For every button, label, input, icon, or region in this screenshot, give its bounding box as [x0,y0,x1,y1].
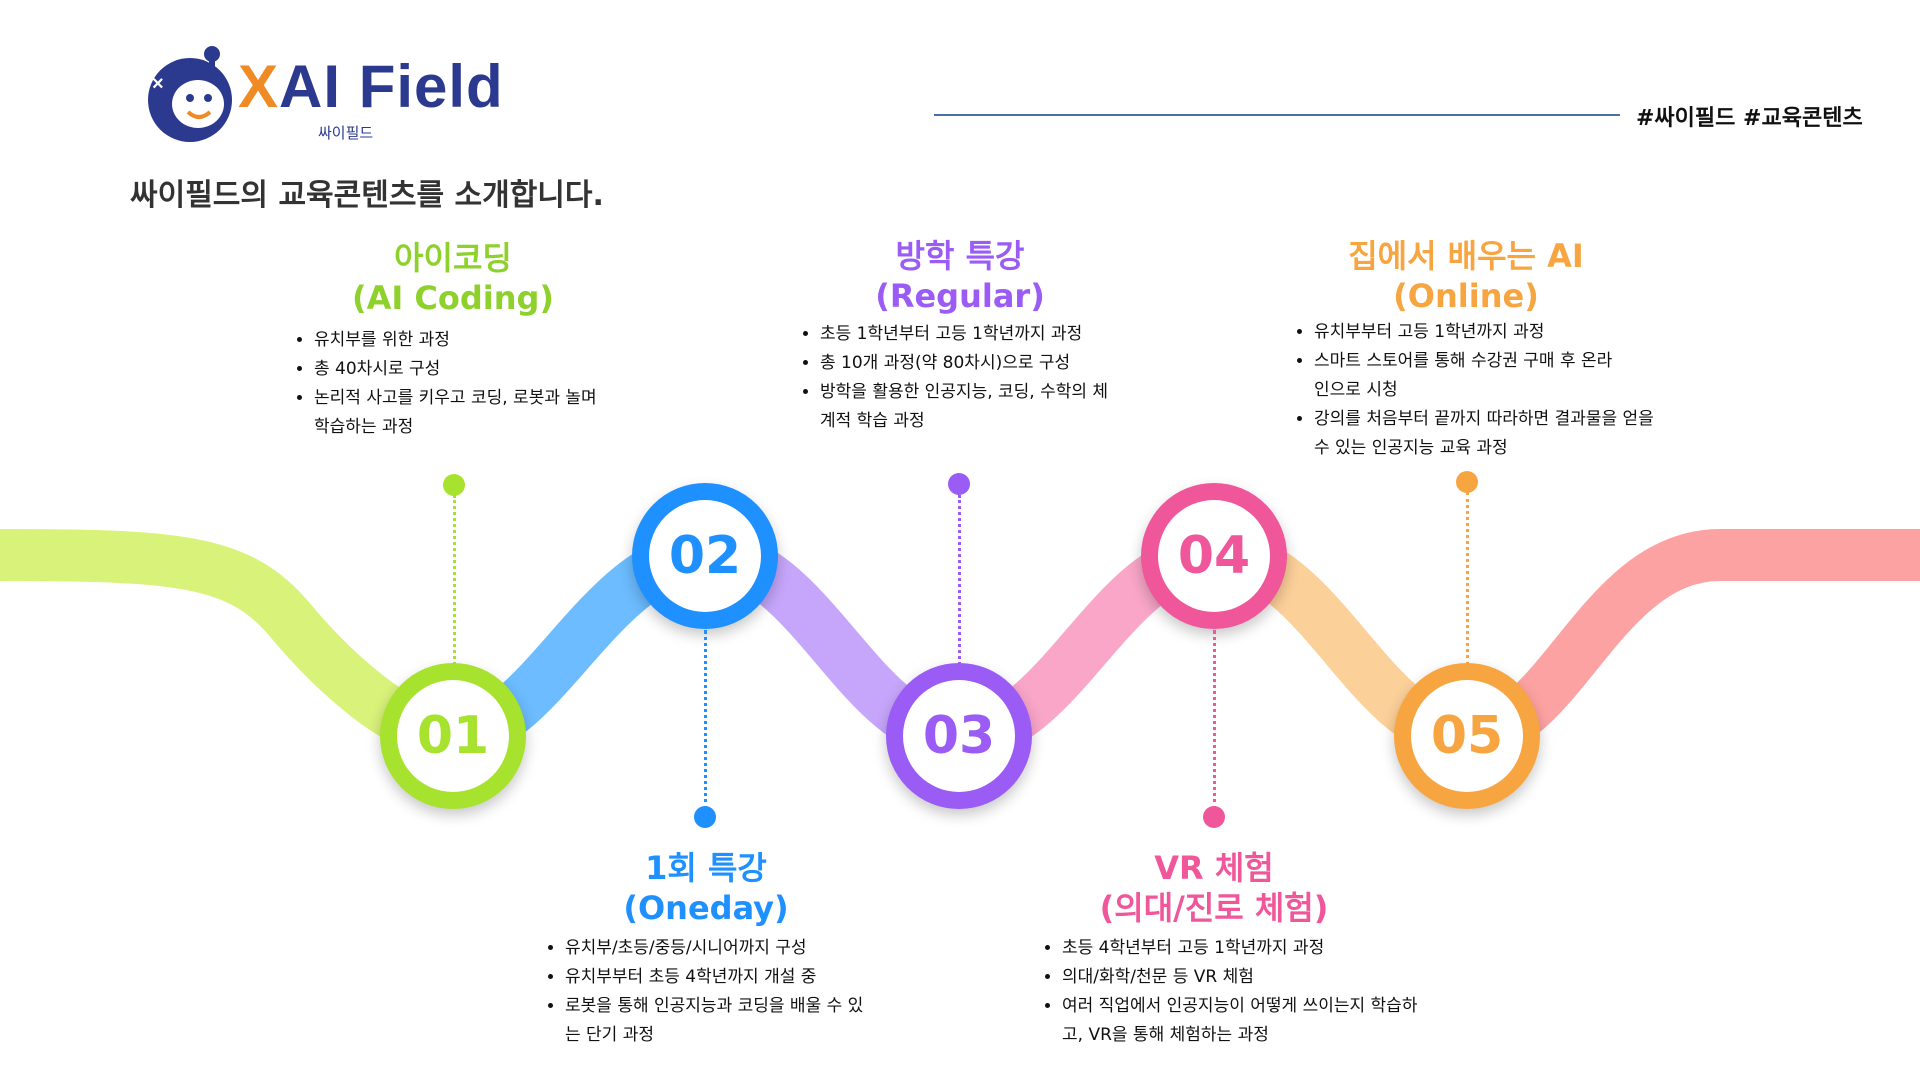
step-number-01: 01 [397,680,509,792]
step-bullets-03: 초등 1학년부터 고등 1학년까지 과정 총 10개 과정(약 80차시)으로 … [798,320,1180,436]
marker-dot-01 [443,474,465,496]
logo-wordmark: XAI Field [238,53,504,120]
bullet-item: 스마트 스토어를 통해 수강권 구매 후 온라인으로 시청 [1314,347,1614,405]
step-node-01: 01 [380,663,526,809]
bullet-item: 의대/화학/천문 등 VR 체험 [1062,963,1432,992]
bullet-item: 방학을 활용한 인공지능, 코딩, 수학의 체계적 학습 과정 [820,378,1120,436]
connector-01 [453,495,456,665]
step-node-04: 04 [1141,483,1287,629]
bullet-item: 총 40차시로 구성 [314,355,674,384]
step-node-02: 02 [632,483,778,629]
step-title-main-02: 1회 특강 [645,849,767,887]
step-title-03: 방학 특강 (Regular) [750,236,1170,316]
step-title-main-05: 집에서 배우는 AI [1348,237,1584,275]
marker-dot-02 [694,806,716,828]
marker-dot-03 [948,473,970,495]
step-title-01: 아이코딩 (AI Coding) [243,238,663,318]
step-title-02: 1회 특강 (Oneday) [496,848,916,928]
step-bullets-04: 초등 4학년부터 고등 1학년까지 과정 의대/화학/천문 등 VR 체험 여러… [1040,934,1432,1050]
step-bullets-05: 유치부부터 고등 1학년까지 과정 스마트 스토어를 통해 수강권 구매 후 온… [1292,318,1674,463]
step-title-sub-05: (Online) [1393,277,1539,315]
step-node-03: 03 [886,663,1032,809]
bullet-item: 로봇을 통해 인공지능과 코딩을 배울 수 있는 단기 과정 [565,992,875,1050]
bullet-item: 강의를 처음부터 끝까지 따라하면 결과물을 얻을 수 있는 인공지능 교육 과… [1314,405,1674,463]
step-title-sub-03: (Regular) [875,277,1045,315]
hashtags: #싸이필드 #교육콘텐츠 [1636,106,1863,131]
bullet-item: 유치부/초등/중등/시니어까지 구성 [565,934,925,963]
bullet-item: 초등 1학년부터 고등 1학년까지 과정 [820,320,1180,349]
bullet-item: 유치부부터 고등 1학년까지 과정 [1314,318,1674,347]
step-title-main-01: 아이코딩 [394,239,512,277]
bullet-item: 논리적 사고를 키우고 코딩, 로봇과 놀며 학습하는 과정 [314,384,614,442]
step-title-main-04: VR 체험 [1154,849,1274,887]
step-title-05: 집에서 배우는 AI (Online) [1256,236,1676,316]
step-bullets-02: 유치부/초등/중등/시니어까지 구성 유치부부터 초등 4학년까지 개설 중 로… [543,934,925,1050]
bullet-item: 초등 4학년부터 고등 1학년까지 과정 [1062,934,1432,963]
header-divider [934,114,1620,116]
marker-dot-05 [1456,471,1478,493]
logo-subtext: 싸이필드 [318,124,374,142]
logo-mascot-icon: × [148,46,232,142]
connector-05 [1466,492,1469,665]
step-title-sub-02: (Oneday) [623,889,789,927]
step-title-sub-01: (AI Coding) [351,279,555,317]
step-number-03: 03 [903,680,1015,792]
svg-text:×: × [152,73,164,95]
step-title-04: VR 체험 (의대/진로 체험) [1004,848,1424,928]
step-node-05: 05 [1394,663,1540,809]
page-subtitle: 싸이필드의 교육콘텐츠를 소개합니다. [130,178,604,213]
bullet-item: 유치부를 위한 과정 [314,326,674,355]
step-bullets-01: 유치부를 위한 과정 총 40차시로 구성 논리적 사고를 키우고 코딩, 로봇… [292,326,674,442]
step-number-02: 02 [649,500,761,612]
step-title-main-03: 방학 특강 [895,237,1025,275]
marker-dot-04 [1203,806,1225,828]
bullet-item: 여러 직업에서 인공지능이 어떻게 쓰이는지 학습하고, VR을 통해 체험하는… [1062,992,1432,1050]
step-title-sub-04: (의대/진로 체험) [1099,889,1329,927]
bullet-item: 유치부부터 초등 4학년까지 개설 중 [565,963,925,992]
connector-04 [1213,630,1216,810]
step-number-05: 05 [1411,680,1523,792]
connector-03 [958,495,961,665]
connector-02 [704,630,707,810]
bullet-item: 총 10개 과정(약 80차시)으로 구성 [820,349,1180,378]
step-number-04: 04 [1158,500,1270,612]
